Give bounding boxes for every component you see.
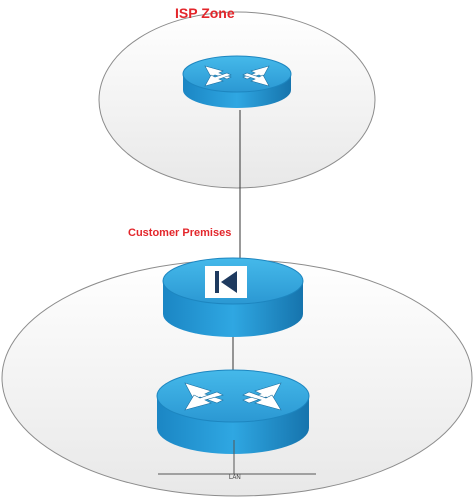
skip-back-icon bbox=[205, 266, 247, 298]
router-icon bbox=[184, 382, 282, 411]
lan-label: LAN bbox=[229, 475, 241, 481]
router-icon bbox=[204, 65, 270, 87]
isp-router[interactable] bbox=[182, 55, 292, 108]
customer-edge-device[interactable] bbox=[162, 257, 304, 337]
isp-zone-label: ISP Zone bbox=[175, 5, 235, 21]
customer-zone-label: Customer Premises bbox=[128, 227, 231, 239]
customer-router[interactable] bbox=[156, 369, 310, 454]
